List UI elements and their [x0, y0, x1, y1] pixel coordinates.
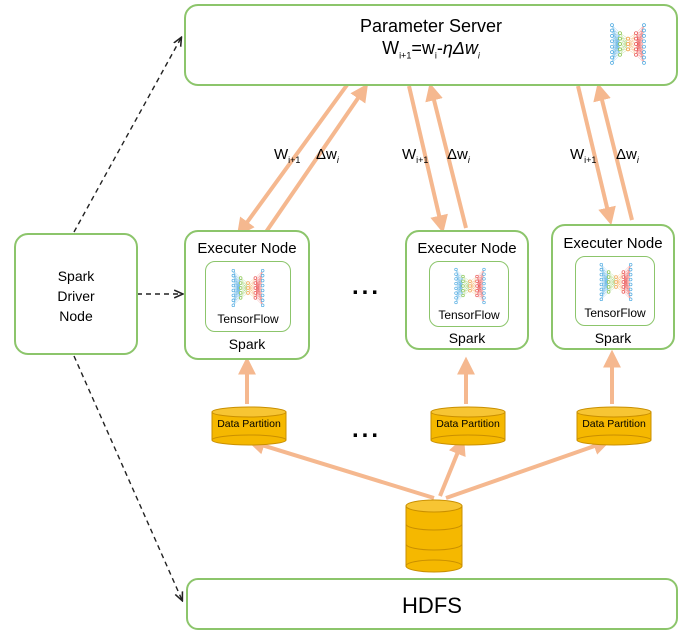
executor-title: Executer Node — [563, 235, 663, 252]
parameter-server-formula: Wi+1=wi-ηΔwi — [382, 38, 480, 61]
data-partition-label: Data Partition — [217, 418, 281, 430]
executor-title: Executer Node — [417, 240, 517, 257]
tensorflow-label: TensorFlow — [584, 306, 646, 320]
partition-ellipsis: ... — [352, 416, 382, 443]
driver-to-ps-arrow — [73, 38, 181, 233]
exec3-to-ps-dw-arrow — [593, 82, 634, 221]
edge-label-w-1: Wi+1 — [274, 146, 301, 165]
data-partition-cylinders — [211, 406, 652, 446]
parameter-server-box: Parameter Server Wi+1=wi-ηΔwi — [184, 4, 678, 86]
ps-to-exec2-w-arrow — [407, 85, 448, 234]
database-icon — [405, 499, 463, 573]
exec1-to-ps-dw-arrow — [264, 83, 369, 234]
tensorflow-box: TensorFlow — [429, 261, 509, 327]
edge-label-w-3: Wi+1 — [570, 146, 597, 165]
edge-label-dw-1: Δwi — [316, 146, 339, 165]
exec2-to-ps-dw-arrow — [425, 82, 468, 229]
data-partition-label: Data Partition — [582, 418, 646, 430]
executor-title: Executer Node — [197, 240, 297, 257]
data-partition-label: Data Partition — [436, 418, 500, 430]
executor-ellipsis: ... — [352, 273, 382, 300]
hdfs-label: HDFS — [402, 593, 462, 618]
neural-network-icon — [231, 268, 265, 308]
tensorflow-box: TensorFlow — [205, 261, 291, 332]
edge-label-dw-3: Δwi — [616, 146, 639, 165]
neural-network-icon — [599, 262, 633, 302]
executor-node-3: Executer Node TensorFlow Spark — [551, 224, 675, 350]
hdfs-to-partition2-arrow — [438, 436, 466, 497]
spark-label: Spark — [594, 330, 632, 346]
neural-network-icon — [610, 23, 646, 65]
spark-label: Spark — [448, 330, 486, 346]
driver-label-line3: Node — [59, 308, 93, 324]
ps-to-exec1-w-arrow — [236, 83, 349, 237]
edge-label-w-2: Wi+1 — [402, 146, 429, 165]
executor-node-1: Executer Node TensorFlow Spark — [184, 230, 310, 360]
hdfs-to-partition3-arrow — [445, 437, 612, 500]
edge-label-dw-2: Δwi — [447, 146, 470, 165]
ps-to-exec3-w-arrow — [576, 85, 616, 226]
spark-label: Spark — [228, 336, 266, 352]
hdfs-box: HDFS — [186, 578, 678, 630]
driver-label-line2: Driver — [57, 288, 95, 304]
hdfs-to-partition1-arrow — [246, 437, 435, 500]
tensorflow-box: TensorFlow — [575, 256, 655, 326]
executor-node-2: Executer Node TensorFlow Spark — [405, 230, 529, 350]
tensorflow-label: TensorFlow — [217, 312, 279, 326]
parameter-server-title: Parameter Server — [359, 16, 503, 36]
driver-label-line1: Spark — [57, 268, 95, 284]
driver-to-hdfs-arrow — [73, 355, 182, 600]
spark-driver-node: Spark Driver Node — [14, 233, 138, 355]
tensorflow-label: TensorFlow — [438, 308, 500, 322]
neural-network-icon — [454, 267, 486, 305]
